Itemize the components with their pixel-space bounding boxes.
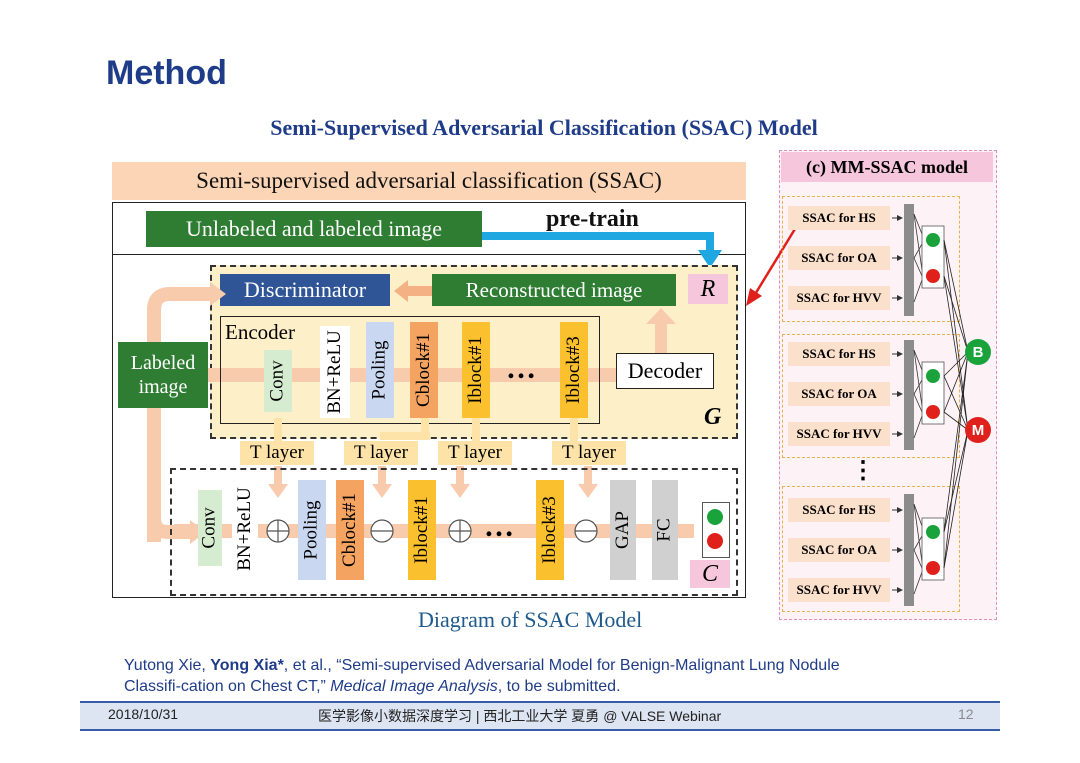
combine-ops [266,519,598,543]
ssac-frame [112,202,746,598]
cls-fc-block: FC [652,480,678,580]
classifier-output-nodes [707,509,723,549]
enc-iblock3-block: Iblock#3 [560,322,588,418]
decoder-up-arrow [646,308,676,354]
enc-ellipsis: … [506,352,536,385]
reconstructed-image-box: Reconstructed image [432,274,676,306]
decoder-box: Decoder [616,353,714,389]
footer-center: 医学影像小数据深度学习 | 西北工业大学 夏勇 @ VALSE Webinar [318,708,722,724]
cls-ellipsis: … [484,510,514,543]
citation-rest1: , et al., “Semi-supervised Adversarial M… [283,657,840,674]
pretrain-arrow [482,232,722,268]
cls-iblock1-block: Iblock#1 [408,480,436,580]
cls-cblock1-block: Cblock#1 [336,480,364,580]
enc-conv-block: Conv [264,350,292,412]
footer-page-number: 12 [958,706,974,722]
mm-group-1 [782,196,960,322]
cls-iblock3-block: Iblock#3 [536,480,564,580]
slide-title: Method [106,54,227,92]
g-label: G [704,404,722,430]
labeled-image-box: Labeled image [118,342,208,408]
encoder-box [220,316,600,424]
classifier-region [170,468,738,596]
enc-bnrelu-block: BN+ReLU [320,326,350,418]
enc-cblock1-block: Cblock#1 [410,322,438,418]
footer-bar [80,701,1000,731]
slide-subtitle: Semi-Supervised Adversarial Classificati… [270,115,818,140]
cls-bnrelu-block: BN+ReLU [232,480,258,578]
encoder-label: Encoder [225,320,295,344]
labeled-flow-arrow [147,282,226,542]
mm-g2-hs: SSAC for HS [788,342,890,366]
mm-g3-hvv: SSAC for HVV [788,578,890,602]
citation-rest2: Classifi-cation on Chest CT,” [124,678,331,695]
t-layer-1: T layer [240,441,314,465]
t-layer-connectors [268,418,598,498]
citation-journal: Medical Image Analysis [330,678,498,695]
output-malignant-label: M [971,421,985,439]
mm-group-2 [782,334,960,458]
mm-g2-oa: SSAC for OA [788,382,890,406]
mm-g3-oa: SSAC for OA [788,538,890,562]
output-benign-label: B [972,343,984,361]
t-layer-4: T layer [552,441,626,465]
mm-group-3 [782,486,960,612]
t-layer-3: T layer [438,441,512,465]
mm-vdots: ⋮ [851,458,875,484]
ssac-header: Semi-supervised adversarial classificati… [112,162,746,200]
enc-iblock1-block: Iblock#1 [462,322,490,418]
unlabeled-image-box: Unlabeled and labeled image [146,211,482,247]
diagram-caption: Diagram of SSAC Model [418,607,643,632]
citation-author2: Yong Xia* [210,657,284,674]
cls-gap-block: GAP [610,480,636,580]
citation: Yutong Xie, Yong Xia*, et al., “Semi-sup… [124,655,1004,697]
footer-date: 2018/10/31 [108,706,179,722]
mm-network [892,204,991,606]
mm-g3-hs: SSAC for HS [788,498,890,522]
r-label: R [688,274,728,304]
mm-ssac-link-arrow [746,223,800,306]
mm-ssac-header: (c) MM-SSAC model [781,152,993,182]
enc-pooling-block: Pooling [366,322,394,418]
discriminator-box: Discriminator [220,274,390,306]
ssac-diagram: Semi-supervised adversarial classificati… [112,162,746,598]
citation-author1: Yutong Xie, [124,657,211,674]
encoder-flow-bar [208,368,610,382]
mm-g1-hs: SSAC for HS [788,206,890,230]
mm-g1-hvv: SSAC for HVV [788,286,890,310]
citation-rest3: , to be submitted. [497,678,621,695]
t-layer-2: T layer [344,441,418,465]
mm-g2-hvv: SSAC for HVV [788,422,890,446]
labeled-image-label: Labeled image [130,352,196,398]
ssac-frame-divider [112,254,746,255]
c-label: C [690,560,730,588]
cls-conv-block: Conv [198,490,222,566]
recon-to-disc-arrow [394,280,434,302]
cls-pooling-block: Pooling [298,480,326,580]
pretrain-label: pre-train [546,206,639,232]
mm-g1-oa: SSAC for OA [788,246,890,270]
